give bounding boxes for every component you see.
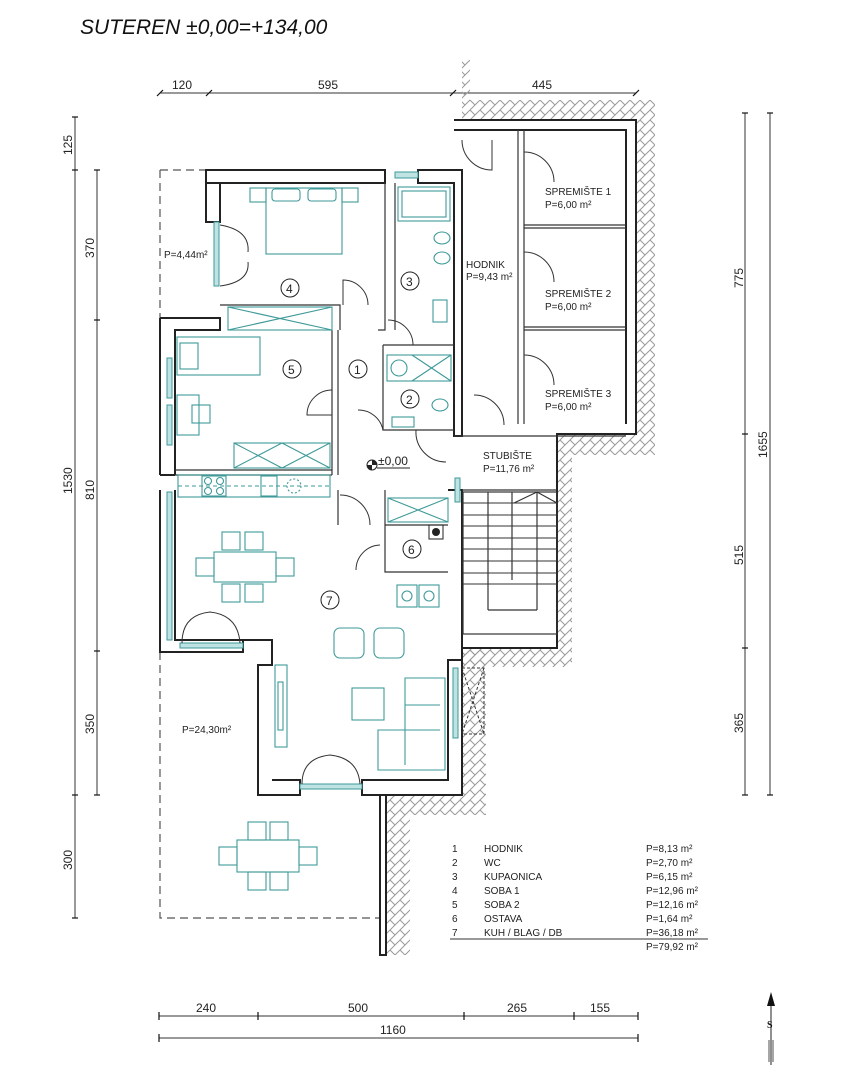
- room-number-3: 3: [406, 275, 413, 289]
- legend-row: 4 SOBA 1 P=12,96 m²: [452, 886, 699, 897]
- opening-outline: [461, 667, 485, 735]
- furniture: [176, 186, 452, 891]
- plan-title: SUTEREN ±0,00=+134,00: [80, 16, 328, 39]
- room-labels: HODNIK P=9,43 m² SPREMIŠTE 1 P=6,00 m² S…: [164, 185, 612, 736]
- bottom-dimension: 240 500 265 155 1160: [158, 1001, 639, 1042]
- spremiste2-area: P=6,00 m²: [545, 302, 592, 313]
- legend-total: P=79,92 m²: [646, 942, 699, 953]
- svg-text:SOBA 2: SOBA 2: [484, 900, 520, 911]
- dim-right-365: 365: [732, 713, 746, 733]
- svg-text:P=6,15 m²: P=6,15 m²: [646, 872, 693, 883]
- svg-text:P=1,64 m²: P=1,64 m²: [646, 914, 693, 925]
- north-arrow-icon: S: [767, 992, 775, 1065]
- legend-row: 3 KUPAONICA P=6,15 m²: [452, 872, 693, 883]
- doors: [181, 139, 555, 785]
- svg-text:2: 2: [452, 858, 458, 869]
- walls: [159, 119, 637, 956]
- room-number-6: 6: [408, 543, 415, 557]
- svg-text:P=12,16 m²: P=12,16 m²: [646, 900, 699, 911]
- dim-right-515: 515: [732, 545, 746, 565]
- left-dimension: 125 1530 300 370 810 350: [61, 116, 100, 919]
- level-label: ±0,00: [378, 454, 408, 468]
- windows: [166, 171, 461, 790]
- svg-text:KUH / BLAG / DB: KUH / BLAG / DB: [484, 928, 563, 939]
- spremiste2-label: SPREMIŠTE 2: [545, 287, 612, 300]
- spremiste3-area: P=6,00 m²: [545, 402, 592, 413]
- dim-bottom-500: 500: [348, 1001, 368, 1015]
- legend-row: 2 WC P=2,70 m²: [452, 858, 693, 869]
- dim-left-300: 300: [61, 850, 75, 870]
- dim-left-370: 370: [83, 238, 97, 258]
- svg-text:P=12,96 m²: P=12,96 m²: [646, 886, 699, 897]
- dim-bottom-1160: 1160: [380, 1023, 406, 1037]
- level-marker: ±0,00: [366, 454, 410, 471]
- room-number-1: 1: [354, 363, 361, 377]
- svg-text:KUPAONICA: KUPAONICA: [484, 872, 542, 883]
- svg-text:6: 6: [452, 914, 458, 925]
- svg-text:4: 4: [452, 886, 458, 897]
- legend-row: 7 KUH / BLAG / DB P=36,18 m²: [452, 928, 699, 939]
- svg-text:5: 5: [452, 900, 458, 911]
- room-number-7: 7: [326, 594, 333, 608]
- svg-text:WC: WC: [484, 858, 501, 869]
- room-numbers: 1 2 3 4 5 6 7: [280, 271, 422, 610]
- dim-top-120: 120: [172, 78, 192, 92]
- dim-left-1530: 1530: [61, 467, 75, 494]
- legend-row: 5 SOBA 2 P=12,16 m²: [452, 900, 699, 911]
- dim-left-125: 125: [61, 135, 75, 155]
- spremiste3-label: SPREMIŠTE 3: [545, 387, 612, 400]
- dim-bottom-265: 265: [507, 1001, 527, 1015]
- interior-walls: [175, 130, 626, 573]
- dim-bottom-240: 240: [196, 1001, 216, 1015]
- room-legend: 1 HODNIK P=8,13 m² 2 WC P=2,70 m² 3 KUPA…: [450, 844, 708, 953]
- svg-text:P=8,13 m²: P=8,13 m²: [646, 844, 693, 855]
- top-dimension: 120 595 445: [156, 78, 640, 97]
- terrace-area: P=24,30m²: [182, 725, 232, 736]
- svg-text:1: 1: [452, 844, 458, 855]
- opening-cross: [461, 667, 485, 735]
- dim-right-1655: 1655: [756, 431, 770, 458]
- dim-top-595: 595: [318, 78, 338, 92]
- spremiste1-label: SPREMIŠTE 1: [545, 185, 612, 198]
- svg-text:HODNIK: HODNIK: [484, 844, 523, 855]
- dim-left-810: 810: [83, 480, 97, 500]
- svg-text:P=36,18 m²: P=36,18 m²: [646, 928, 699, 939]
- room-number-2: 2: [406, 393, 413, 407]
- dim-left-350: 350: [83, 714, 97, 734]
- north-label: S: [767, 1020, 773, 1031]
- dim-top-445: 445: [532, 78, 552, 92]
- legend-row: 6 OSTAVA P=1,64 m²: [452, 914, 693, 925]
- legend-row: 1 HODNIK P=8,13 m²: [452, 844, 693, 855]
- svg-text:P=2,70 m²: P=2,70 m²: [646, 858, 693, 869]
- staircase: [462, 491, 558, 635]
- room-number-5: 5: [288, 363, 295, 377]
- svg-text:7: 7: [452, 928, 458, 939]
- svg-text:3: 3: [452, 872, 458, 883]
- spremiste1-area: P=6,00 m²: [545, 200, 592, 211]
- stubiste-area: P=11,76 m²: [483, 464, 535, 475]
- right-dimension: 775 515 365 1655: [732, 112, 773, 796]
- terrace-outline: [159, 652, 380, 919]
- svg-text:SOBA 1: SOBA 1: [484, 886, 520, 897]
- dim-right-775: 775: [732, 268, 746, 288]
- hodnik-label: HODNIK: [466, 260, 505, 271]
- svg-text:OSTAVA: OSTAVA: [484, 914, 523, 925]
- stubiste-label: STUBIŠTE: [483, 449, 532, 462]
- earth-hatch: [385, 60, 655, 955]
- room-number-4: 4: [286, 282, 293, 296]
- hodnik-area: P=9,43 m²: [466, 272, 513, 283]
- dim-bottom-155: 155: [590, 1001, 610, 1015]
- balcony-area: P=4,44m²: [164, 250, 208, 261]
